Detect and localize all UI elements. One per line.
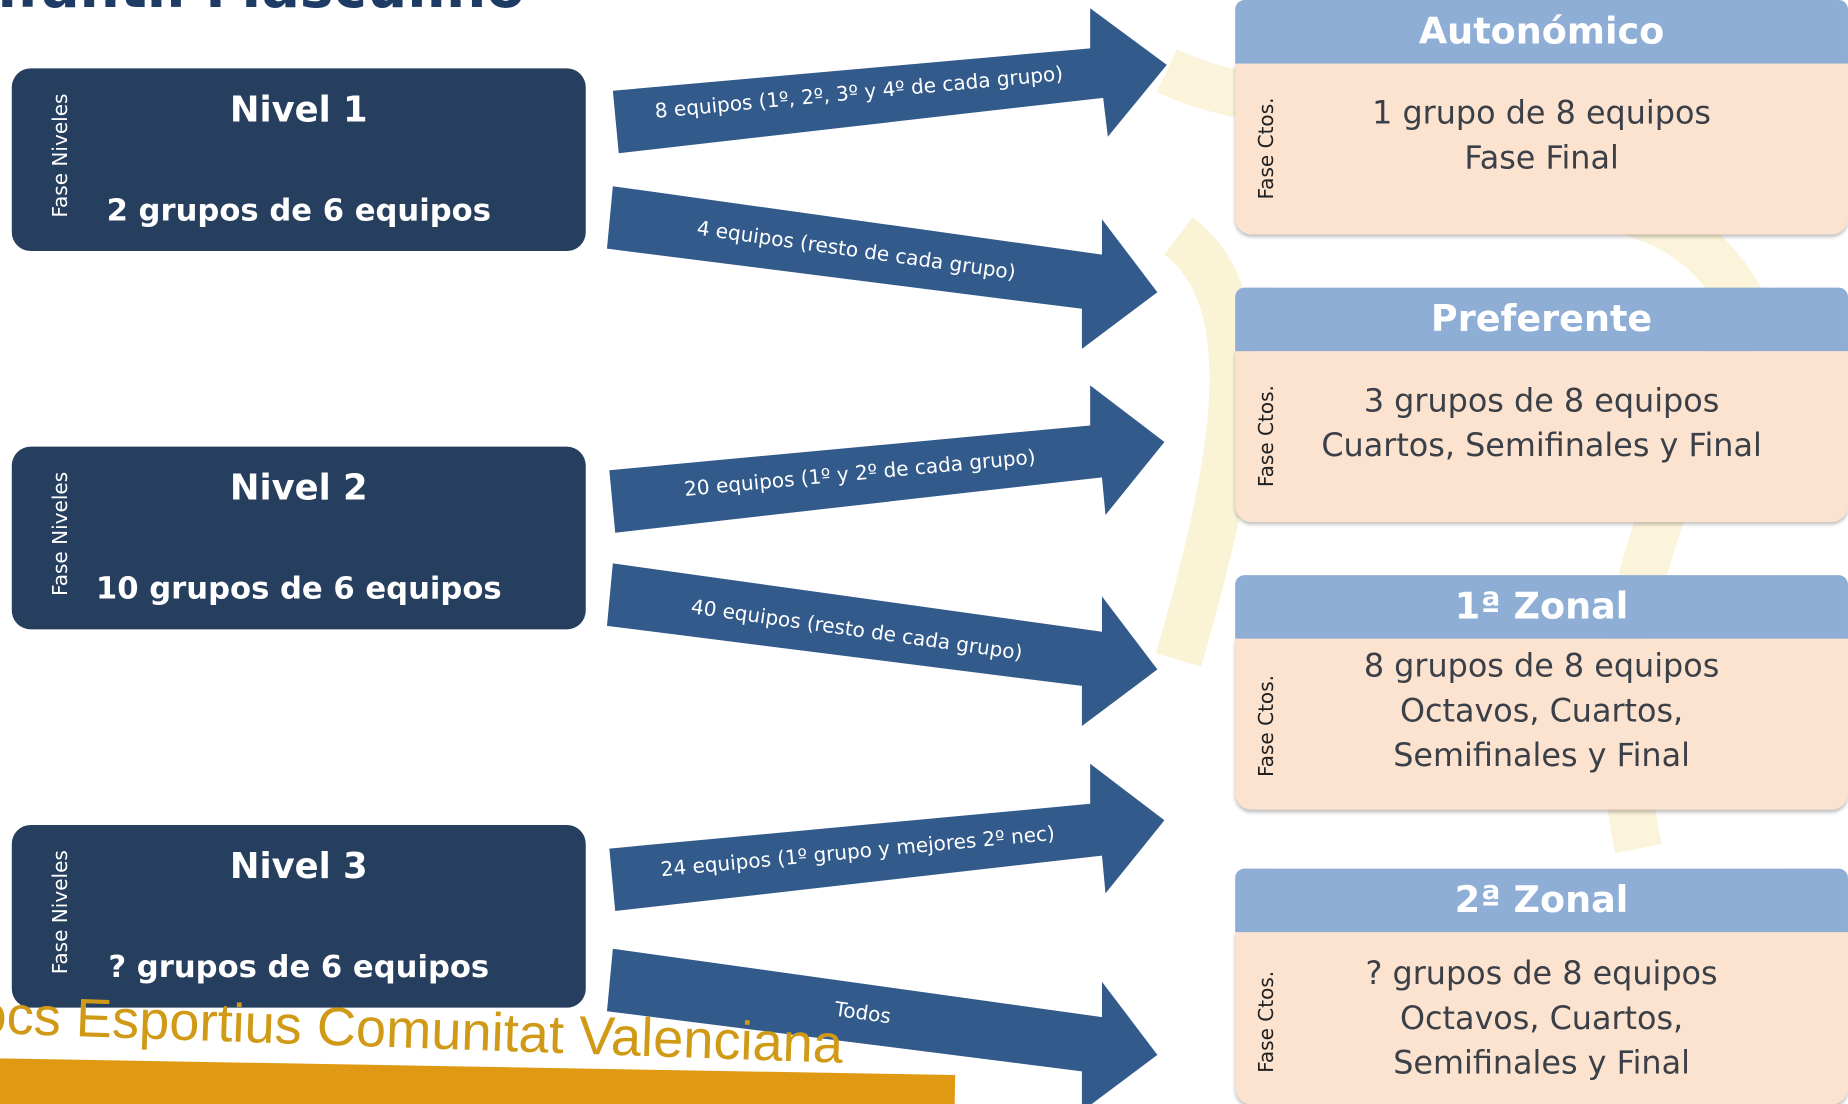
arrow-1: [612, 8, 1167, 154]
competition-line: 3 grupos de 8 equipos: [1363, 383, 1720, 420]
arrow-4: [606, 563, 1158, 726]
competition-side-label: Fase Ctos.: [1255, 385, 1279, 488]
level-box-1: Fase Niveles Nivel 1 2 grupos de 6 equip…: [11, 68, 586, 252]
competition-title: 1ª Zonal: [1235, 575, 1848, 639]
competition-line: ? grupos de 8 equipos: [1365, 955, 1718, 993]
competition-side-label: Fase Ctos.: [1255, 970, 1279, 1073]
level-name: Nivel 1: [229, 89, 368, 131]
competition-line: 8 grupos de 8 equipos: [1363, 648, 1720, 685]
competition-line: 1 grupo de 8 equipos: [1372, 95, 1712, 132]
competition-title: 2ª Zonal: [1235, 868, 1848, 933]
arrow-3: [609, 385, 1165, 533]
competition-side-label: Fase Ctos.: [1255, 674, 1279, 778]
level-groups: 2 grupos de 6 equipos: [106, 193, 491, 229]
level-box-2: Fase Niveles Nivel 2 10 grupos de 6 equi…: [11, 446, 586, 630]
competition-line: Semifinales y Final: [1393, 1045, 1690, 1082]
competition-body: Fase Ctos. 8 grupos de 8 equipos Octavos…: [1235, 638, 1848, 810]
arrow-6: [606, 948, 1158, 1104]
competition-1a-zonal: 1ª Zonal Fase Ctos. 8 grupos de 8 equipo…: [1235, 575, 1848, 810]
competition-2a-zonal: 2ª Zonal Fase Ctos. ? grupos de 8 equipo…: [1235, 868, 1848, 1104]
competition-preferente: Preferente Fase Ctos. 3 grupos de 8 equi…: [1235, 287, 1848, 523]
competition-line: Octavos, Cuartos,: [1399, 1000, 1684, 1038]
page-title: nfantil Masculino: [0, 0, 525, 21]
level-name: Nivel 3: [229, 846, 368, 888]
competition-line: Cuartos, Semifinales y Final: [1321, 427, 1762, 465]
level-groups: ? grupos de 6 equipos: [108, 949, 490, 986]
competition-line: Semifinales y Final: [1393, 737, 1690, 775]
competition-title: Autonómico: [1235, 0, 1848, 64]
arrow-5: [609, 763, 1165, 912]
competition-body: Fase Ctos. ? grupos de 8 equipos Octavos…: [1235, 932, 1848, 1104]
competition-side-label: Fase Ctos.: [1255, 97, 1279, 200]
competition-line: Octavos, Cuartos,: [1399, 692, 1684, 730]
competition-autonomico: Autonómico Fase Ctos. 1 grupo de 8 equip…: [1235, 0, 1848, 235]
arrow-2: [606, 186, 1158, 349]
competition-body: Fase Ctos. 1 grupo de 8 equipos Fase Fin…: [1235, 63, 1848, 235]
level-name: Nivel 2: [229, 467, 368, 510]
competition-body: Fase Ctos. 3 grupos de 8 equipos Cuartos…: [1235, 351, 1848, 523]
competition-title: Preferente: [1235, 287, 1848, 352]
level-box-3: Fase Niveles Nivel 3 ? grupos de 6 equip…: [11, 824, 586, 1008]
level-groups: 10 grupos de 6 equipos: [95, 571, 502, 607]
competition-line: Fase Final: [1464, 140, 1619, 177]
